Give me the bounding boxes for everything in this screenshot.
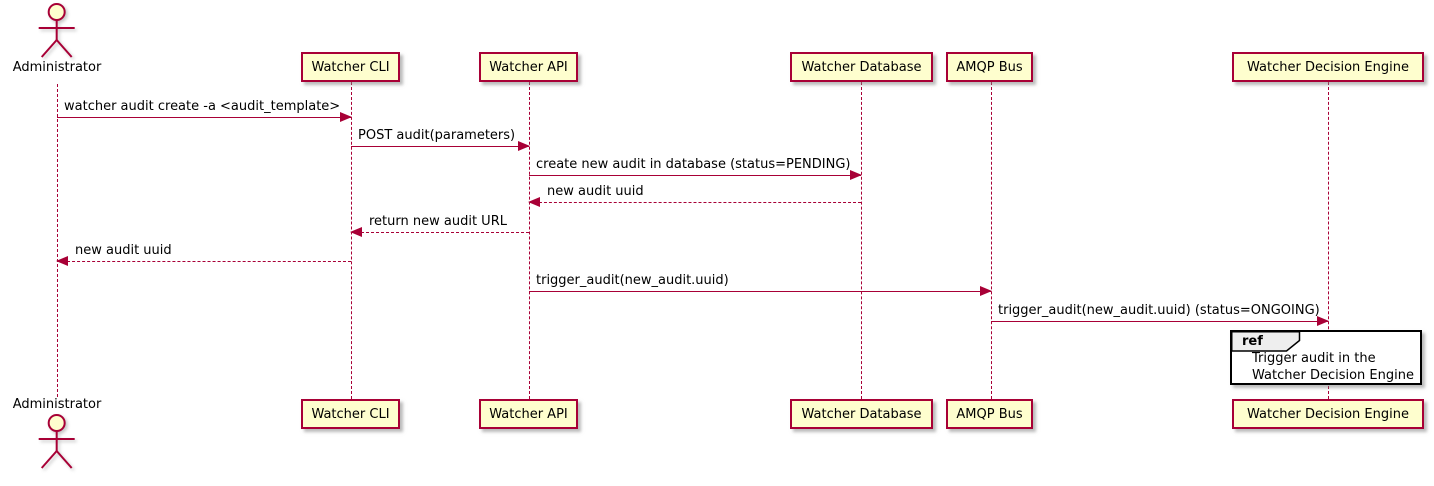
participant-amqp-bus-bottom: AMQP Bus [946,399,1033,429]
participant-watcher-cli-top: Watcher CLI [301,52,400,82]
message-create-audit-db: create new audit in database (status=PEN… [529,157,862,180]
arrowhead-icon [518,141,530,151]
participant-label: Watcher Database [801,59,922,75]
message-return-audit-url: return new audit URL [350,214,529,237]
lifeline-watcher-cli [351,82,352,399]
message-trigger-audit: trigger_audit(new_audit.uuid) [529,273,992,296]
message-new-audit-uuid-return: new audit uuid [528,184,861,207]
participant-label: Watcher API [489,59,568,75]
arrowhead-icon [1317,316,1329,326]
message-line [57,112,352,122]
arrowhead-icon [528,197,540,207]
ref-tab-shape [1231,331,1301,352]
message-trigger-audit-ongoing: trigger_audit(new_audit.uuid) (status=ON… [991,303,1329,326]
lifeline-amqp-bus [991,82,992,399]
ref-body: Trigger audit in the Watcher Decision En… [1252,351,1414,384]
participant-label: Watcher Database [801,406,922,422]
message-label: return new audit URL [369,214,507,229]
participant-watcher-decision-engine-top: Watcher Decision Engine [1232,52,1424,82]
arrowhead-icon [350,227,362,237]
ref-text-line-2: Watcher Decision Engine [1252,367,1414,383]
message-line [56,256,351,266]
lifeline-watcher-api [529,82,530,399]
message-label: watcher audit create -a <audit_template> [64,99,341,114]
participant-watcher-decision-engine-bottom: Watcher Decision Engine [1232,399,1424,429]
arrowhead-icon [56,256,68,266]
participant-label: Watcher Decision Engine [1247,406,1409,422]
actor-label: Administrator [12,397,102,412]
participant-label: Watcher API [489,406,568,422]
message-label: trigger_audit(new_audit.uuid) [536,273,729,288]
message-label: POST audit(parameters) [358,128,516,143]
ref-fragment: ref Trigger audit in the Watcher Decisio… [1230,330,1422,385]
lifeline-administrator [57,84,58,397]
participant-watcher-cli-bottom: Watcher CLI [301,399,400,429]
ref-keyword: ref [1242,334,1263,349]
participant-watcher-api-top: Watcher API [479,52,578,82]
actor-administrator-bottom: Administrator [12,397,102,471]
message-label: create new audit in database (status=PEN… [536,157,851,172]
participant-label: AMQP Bus [956,406,1023,422]
participant-watcher-api-bottom: Watcher API [479,399,578,429]
arrowhead-icon [980,286,992,296]
participant-watcher-database-bottom: Watcher Database [790,399,933,429]
actor-icon [39,3,75,58]
lifeline-watcher-database [861,82,862,399]
participant-label: Watcher CLI [311,59,390,75]
message-label: new audit uuid [75,243,172,258]
participant-label: Watcher Decision Engine [1247,59,1409,75]
message-audit-create: watcher audit create -a <audit_template> [57,99,352,122]
participant-label: Watcher CLI [311,406,390,422]
message-line [351,141,530,151]
arrowhead-icon [340,112,352,122]
participant-amqp-bus-top: AMQP Bus [946,52,1033,82]
arrowhead-icon [850,170,862,180]
message-line [529,170,862,180]
message-line [991,316,1329,326]
actor-administrator-top: Administrator [12,2,102,76]
ref-text-line-1: Trigger audit in the [1252,351,1376,366]
participant-watcher-database-top: Watcher Database [790,52,933,82]
message-line [350,227,529,237]
message-new-audit-uuid-to-admin: new audit uuid [56,243,351,266]
actor-label: Administrator [12,60,102,75]
message-line [528,197,861,207]
message-label: trigger_audit(new_audit.uuid) (status=ON… [998,303,1320,318]
message-line [529,286,992,296]
participant-label: AMQP Bus [956,59,1023,75]
message-post-audit: POST audit(parameters) [351,128,530,151]
actor-icon [39,414,75,469]
message-label: new audit uuid [547,184,644,199]
lifeline-watcher-decision-engine [1328,82,1329,399]
